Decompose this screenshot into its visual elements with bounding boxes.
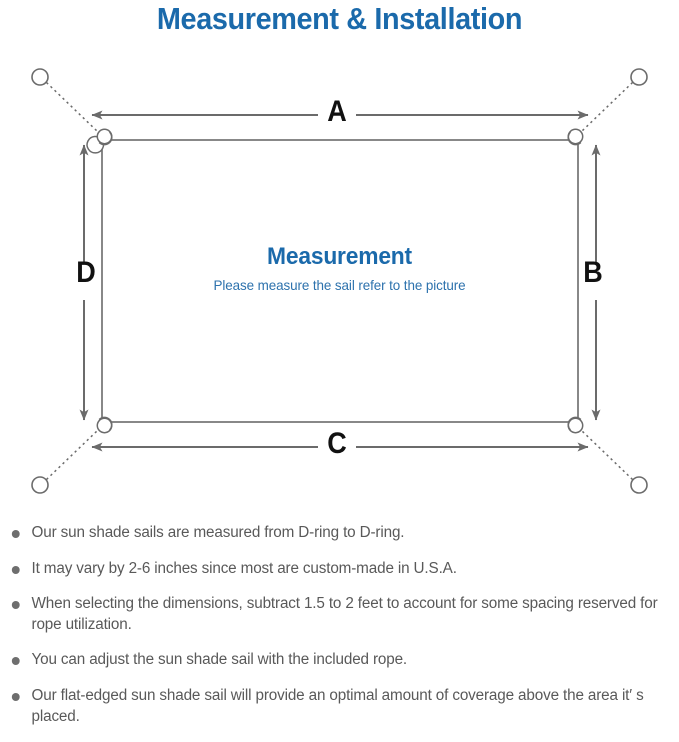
list-item: It may vary by 2-6 inches since most are…: [0, 559, 669, 580]
page-title: Measurement & Installation: [156, 1, 523, 36]
d-ring-top-right: [567, 128, 584, 146]
note-text: You can adjust the sun shade sail with t…: [31, 651, 408, 669]
sail-measurement-label: Measurement: [267, 243, 412, 270]
bullet-icon: [11, 657, 20, 666]
dimension-label-d: D: [76, 256, 96, 289]
note-text: Our flat-edged sun shade sail will provi…: [31, 687, 644, 725]
d-ring-bottom-right: [567, 416, 584, 434]
rope-top-right: [580, 81, 634, 133]
bullet-icon: [11, 601, 20, 610]
list-item: When selecting the dimensions, subtract …: [0, 594, 669, 635]
d-ring-top-left: [86, 128, 113, 154]
bullet-icon: [11, 530, 20, 538]
sail-measurement-sublabel: Please measure the sail refer to the pic…: [213, 277, 466, 293]
bullet-icon: [11, 565, 20, 574]
bullet-icon: [11, 693, 20, 702]
anchor-point-top-right: [630, 68, 648, 86]
dimension-label-a: A: [327, 95, 347, 128]
anchor-point-top-left: [31, 68, 49, 86]
sail-rectangle: [101, 139, 579, 423]
anchor-point-bottom-left: [31, 476, 49, 494]
list-item: You can adjust the sun shade sail with t…: [0, 650, 669, 671]
anchor-point-bottom-right: [630, 476, 648, 494]
note-text: Our sun shade sails are measured from D-…: [31, 524, 405, 541]
rope-top-left: [45, 81, 99, 133]
notes-list: Our sun shade sails are measured from D-…: [0, 523, 679, 742]
list-item: Our flat-edged sun shade sail will provi…: [0, 686, 669, 727]
d-ring-bottom-left: [96, 416, 113, 434]
list-item: Our sun shade sails are measured from D-…: [0, 523, 669, 544]
measurement-diagram: [31, 68, 648, 494]
rope-bottom-left: [45, 429, 99, 481]
rope-bottom-right: [580, 429, 634, 481]
dimension-label-c: C: [327, 427, 347, 460]
note-text: When selecting the dimensions, subtract …: [31, 595, 658, 633]
note-text: It may vary by 2-6 inches since most are…: [31, 559, 457, 577]
dimension-label-b: B: [583, 256, 603, 289]
